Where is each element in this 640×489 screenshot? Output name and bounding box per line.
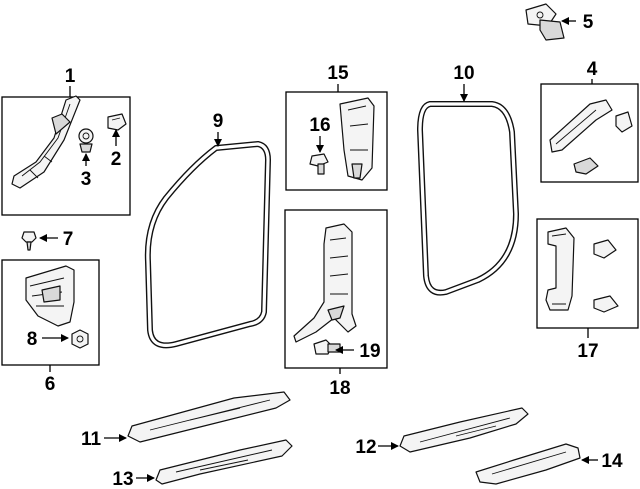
rear-grip-cap-upper xyxy=(593,239,617,259)
callout-8: 8 xyxy=(27,329,38,350)
kick-panel-trim xyxy=(25,265,75,327)
coat-hook xyxy=(525,3,565,41)
callout-12: 12 xyxy=(355,437,376,458)
callout-4: 4 xyxy=(587,59,598,80)
callout-9: 9 xyxy=(213,111,224,132)
upper-b-pillar-trim xyxy=(339,97,375,181)
group-box-15 xyxy=(285,91,388,191)
callout-17: 17 xyxy=(577,341,598,362)
assist-grip xyxy=(549,99,613,153)
a-pillar-trim xyxy=(11,95,81,189)
callout-11: 11 xyxy=(81,429,102,450)
rear-door-weatherstrip xyxy=(417,101,519,296)
callout-3: 3 xyxy=(81,169,92,190)
lower-b-pillar-trim xyxy=(293,223,357,343)
rear-scuff-plate-12 xyxy=(399,407,529,453)
group-box-18 xyxy=(284,209,388,369)
rear-grip-cap-lower xyxy=(593,295,619,313)
kick-panel-bolt-8 xyxy=(71,329,89,349)
group-box-4 xyxy=(540,83,639,183)
callout-13: 13 xyxy=(112,469,133,489)
callout-7: 7 xyxy=(63,229,74,250)
callout-2: 2 xyxy=(111,149,122,170)
front-scuff-plate-13 xyxy=(155,439,293,485)
clip-7 xyxy=(21,231,37,251)
callout-18: 18 xyxy=(329,378,350,399)
grip-cap-upper xyxy=(615,111,633,133)
callout-1: 1 xyxy=(65,66,76,87)
callout-6: 6 xyxy=(45,374,56,395)
pillar-clip-2 xyxy=(107,113,127,131)
callout-15: 15 xyxy=(327,63,349,84)
callout-19: 19 xyxy=(359,341,380,362)
bolt-19 xyxy=(313,339,341,355)
callout-14: 14 xyxy=(601,451,623,472)
grip-cap-lower xyxy=(573,157,599,175)
rear-scuff-plate-14 xyxy=(475,443,581,485)
front-door-weatherstrip xyxy=(144,141,271,349)
pillar-nut-3 xyxy=(78,128,94,153)
callout-10: 10 xyxy=(453,63,474,84)
group-box-1 xyxy=(1,96,131,216)
front-scuff-plate-11 xyxy=(127,391,291,443)
callout-16: 16 xyxy=(309,115,330,136)
callout-5: 5 xyxy=(583,12,594,33)
rear-assist-grip xyxy=(545,227,575,311)
bolt-16 xyxy=(309,153,329,175)
